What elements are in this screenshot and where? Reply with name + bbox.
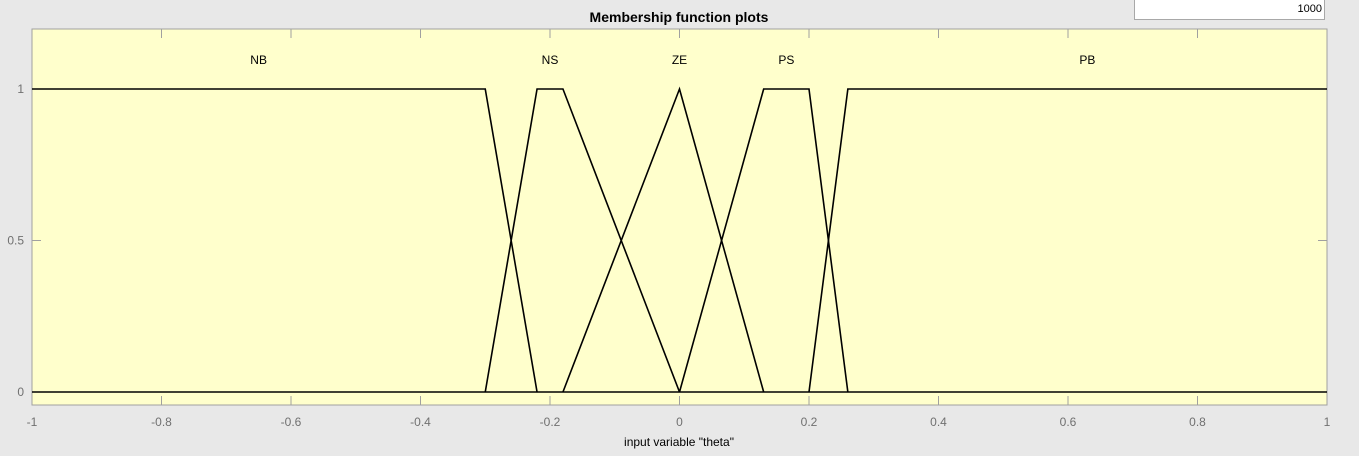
x-axis-label: input variable "theta" — [624, 435, 734, 449]
membership-label-ns: NS — [542, 53, 559, 67]
y-tick-label: 1 — [17, 82, 24, 96]
numeric-input-field[interactable] — [1134, 0, 1325, 20]
x-axis-ticks — [31, 29, 1328, 405]
y-tick-label: 0.5 — [7, 234, 24, 248]
membership-curve-pb[interactable] — [808, 88, 1327, 393]
membership-curve-nb[interactable] — [32, 88, 538, 393]
x-tick-label: 0 — [676, 415, 683, 429]
x-tick-label: 0.2 — [801, 415, 818, 429]
membership-curve-ze[interactable] — [562, 86, 765, 393]
x-axis-tick-labels: -1 -0.8 -0.6 -0.4 -0.2 0 0.2 0.4 0.6 0.8 1 — [27, 415, 1331, 429]
x-tick-label: -0.4 — [410, 415, 431, 429]
y-tick-label: 0 — [17, 385, 24, 399]
membership-label-pb: PB — [1079, 53, 1095, 67]
x-tick-label: 0.6 — [1060, 415, 1077, 429]
plot-area[interactable] — [31, 28, 1328, 406]
membership-curves — [32, 86, 1327, 393]
x-tick-label: -0.2 — [540, 415, 561, 429]
x-tick-label: 1 — [1324, 415, 1331, 429]
x-tick-label: 0.4 — [930, 415, 947, 429]
y-axis-tick-labels: 00.51 — [7, 82, 24, 399]
x-tick-label: -1 — [27, 415, 38, 429]
x-tick-label: -0.6 — [281, 415, 302, 429]
chart-title: Membership function plots — [590, 9, 769, 25]
membership-function-labels: NB NS ZE PS PB — [250, 53, 1095, 67]
x-tick-label: 0.8 — [1189, 415, 1206, 429]
membership-label-ze: ZE — [672, 53, 687, 67]
x-tick-label: -0.8 — [151, 415, 172, 429]
membership-label-ps: PS — [778, 53, 794, 67]
membership-label-nb: NB — [250, 53, 267, 67]
